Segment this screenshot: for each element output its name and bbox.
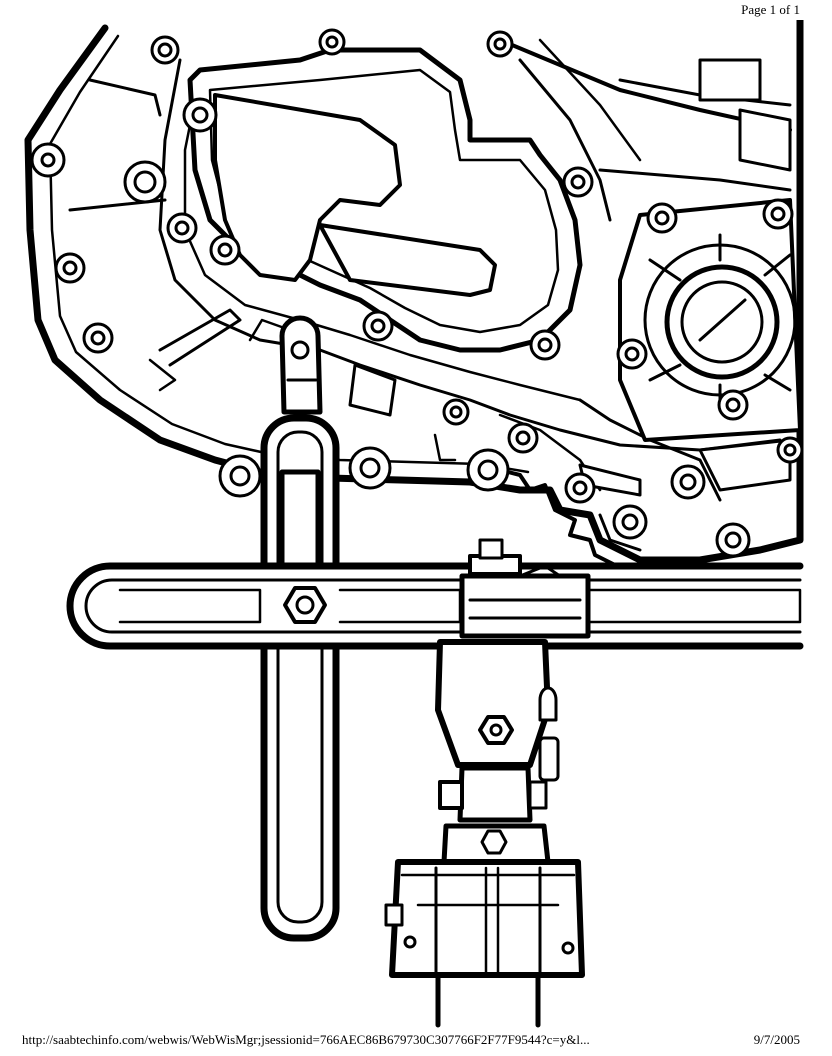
- housing-bolts: [30, 28, 804, 558]
- page-indicator: Page 1 of 1: [741, 2, 800, 17]
- jack: [384, 639, 585, 1028]
- page-footer: http://saabtechinfo.com/webwis/WebWisMgr…: [22, 1032, 800, 1048]
- jack-clamp: [459, 538, 591, 639]
- vertical-bracket: [260, 315, 340, 942]
- horizontal-lifting-bar: [66, 562, 804, 650]
- differential-flange: [618, 198, 802, 442]
- source-url: http://saabtechinfo.com/webwis/WebWisMgr…: [22, 1032, 590, 1047]
- print-date: 9/7/2005: [753, 1032, 800, 1047]
- gearbox-housing: [24, 20, 804, 567]
- technical-illustration: [0, 20, 832, 1030]
